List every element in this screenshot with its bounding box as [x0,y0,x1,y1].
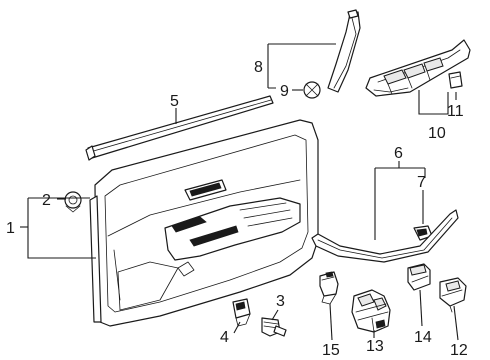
door-lock-switch [439,277,467,313]
callout-labels: 1 2 3 4 5 6 7 8 9 10 11 12 13 14 15 [6,59,468,359]
belt-weatherstrip [85,95,274,161]
callout-6: 6 [394,145,403,162]
callout-12: 12 [450,342,468,359]
callout-2: 2 [42,192,51,209]
upper-trim-piece [327,9,361,93]
window-switch [448,71,463,89]
callout-8: 8 [254,59,263,76]
leader-lines [20,43,459,341]
screw [261,317,287,337]
window-switch-panel [365,39,471,97]
callout-11: 11 [447,103,464,120]
callout-9: 9 [280,83,289,100]
seat-switch [407,263,431,291]
callout-4: 4 [220,329,229,346]
trim-clip [64,191,82,213]
switch-assembly [351,289,391,333]
callout-14: 14 [414,329,432,346]
callout-3: 3 [276,293,285,310]
callout-7: 7 [417,174,426,191]
connector [319,271,339,305]
callout-1: 1 [6,220,15,237]
clip [303,81,321,99]
callout-15: 15 [322,342,340,359]
door-trim-panel [89,119,319,327]
ornament-strip [311,209,459,263]
callout-10: 10 [428,125,446,142]
callout-13: 13 [366,338,384,355]
retainer-clip [232,298,251,327]
callout-5: 5 [170,93,179,110]
